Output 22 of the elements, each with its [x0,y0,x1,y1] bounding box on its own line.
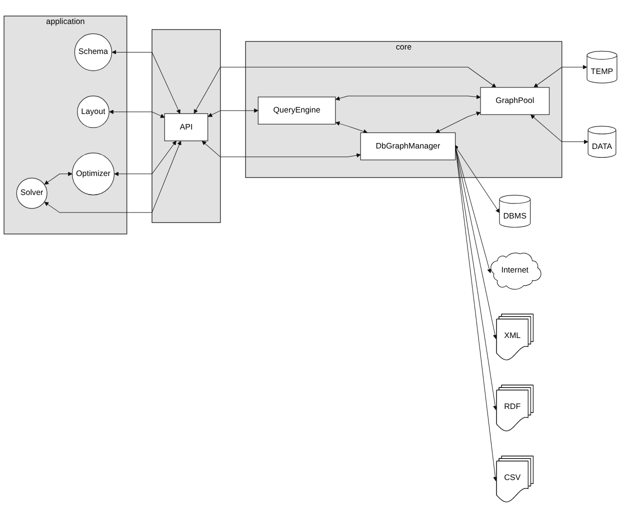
node-circle: Optimizer [72,152,115,196]
arrow [194,66,496,114]
node-box: DbGraphManager [360,132,456,160]
arrow [435,112,481,133]
arrow [109,110,165,118]
node-box: API [164,113,208,142]
node-circle: Schema [74,33,112,72]
cluster [152,29,221,224]
node-circle: Layout [77,96,110,128]
arrow [208,108,258,117]
arrow [530,114,588,144]
arrow [335,122,368,134]
arrow [335,94,481,101]
arrow [44,172,72,185]
arrow [534,64,588,88]
arrow [202,140,361,158]
arrow [44,140,182,213]
node-box: QueryEngine [258,96,336,125]
arrow [114,140,176,176]
node-box: GraphPool [480,87,550,115]
arrow [112,50,180,114]
node-circle: Solver [16,178,48,209]
